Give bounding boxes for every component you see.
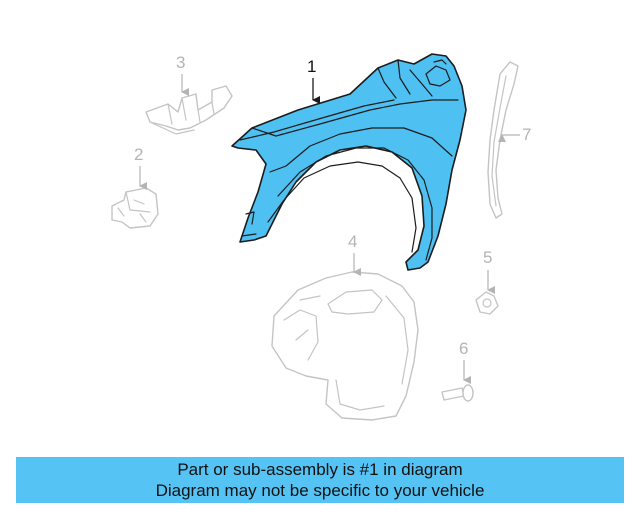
- callout-4-number[interactable]: 4: [348, 232, 357, 251]
- callout-2-number[interactable]: 2: [134, 145, 143, 164]
- callout-5-number[interactable]: 5: [483, 248, 492, 267]
- part-4-fender-liner[interactable]: [271, 271, 419, 421]
- part-6-bolt[interactable]: [441, 384, 474, 402]
- parts-diagram: 3 2 7 4 5 6: [111, 53, 531, 421]
- caption-banner: Part or sub-assembly is #1 in diagram Di…: [16, 457, 624, 503]
- part-5-push-clip[interactable]: [475, 291, 499, 315]
- part-2-bracket[interactable]: [111, 187, 159, 229]
- callout-7-number[interactable]: 7: [522, 125, 531, 144]
- part-7-seal-strip[interactable]: [487, 61, 519, 219]
- callout-1-number[interactable]: 1: [307, 57, 316, 76]
- caption-line-part: Part or sub-assembly is #1 in diagram: [177, 460, 463, 479]
- callout-6-number[interactable]: 6: [459, 339, 468, 358]
- caption-line-disclaimer: Diagram may not be specific to your vehi…: [155, 481, 485, 500]
- part-3-bracket[interactable]: [145, 85, 233, 135]
- callout-3-number[interactable]: 3: [176, 53, 185, 72]
- part-1-front-fender[interactable]: [231, 53, 467, 271]
